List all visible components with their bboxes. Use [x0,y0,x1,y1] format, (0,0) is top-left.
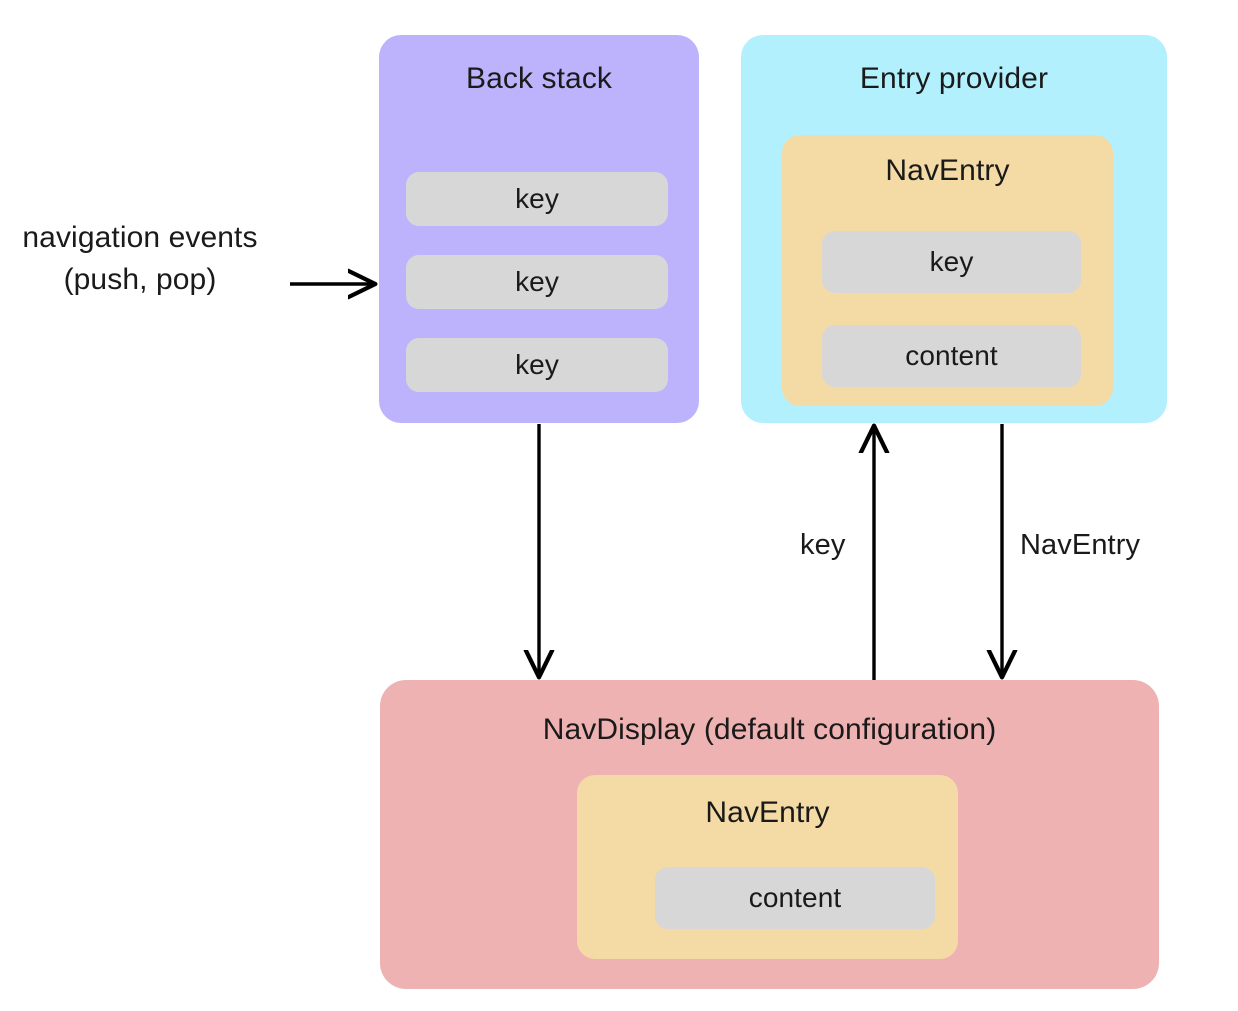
edge-label-naventry: NavEntry [1020,529,1141,561]
navigation-events-label-line1: navigation events [22,221,258,254]
entry-provider-key-chip[interactable]: key [822,231,1081,293]
entry-provider-nav-entry-box[interactable]: NavEntry key content [782,135,1113,406]
nav-display-nav-entry-title: NavEntry [705,796,830,829]
entry-provider-box[interactable]: Entry provider NavEntry key content [741,35,1167,423]
back-stack-key-chip-2[interactable]: key [406,255,668,309]
entry-provider-nav-entry-title: NavEntry [885,154,1010,187]
back-stack-key-chip-3[interactable]: key [406,338,668,392]
nav-display-box[interactable]: NavDisplay (default configuration) NavEn… [380,680,1159,989]
edge-label-key: key [800,529,846,561]
entry-provider-title: Entry provider [859,62,1049,95]
navigation-events-label: navigation events (push, pop) [4,217,276,301]
navigation-events-label-line2: (push, pop) [63,263,217,296]
back-stack-key-chip-1[interactable]: key [406,172,668,226]
nav-display-nav-entry-box[interactable]: NavEntry content [577,775,958,959]
back-stack-box[interactable]: Back stack key key key [379,35,699,423]
nav-display-title: NavDisplay (default configuration) [542,713,997,746]
back-stack-title: Back stack [465,62,613,95]
nav-display-content-chip[interactable]: content [655,867,935,929]
entry-provider-content-chip[interactable]: content [822,325,1081,387]
